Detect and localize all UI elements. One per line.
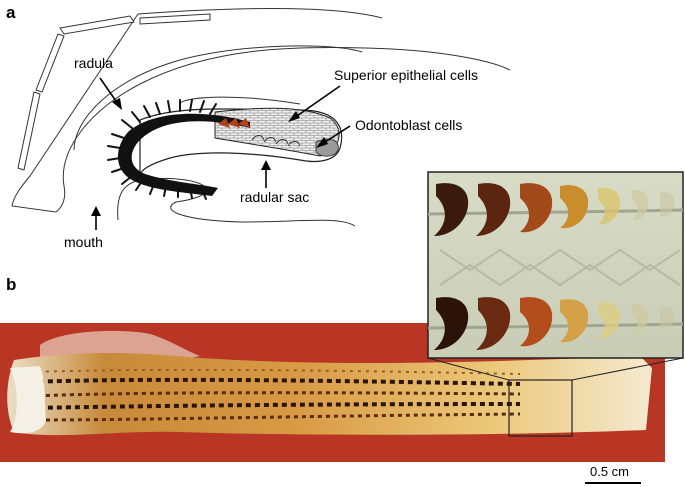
panel-a-label: a	[6, 3, 16, 22]
label-superior-epithelial: Superior epithelial cells	[334, 67, 478, 83]
odontoblast-region	[316, 139, 338, 156]
inset-magnified-teeth	[428, 172, 683, 358]
label-radula: radula	[74, 55, 113, 71]
label-odontoblast: Odontoblast cells	[355, 117, 462, 133]
label-mouth: mouth	[64, 234, 103, 250]
scale-bar-label: 0.5 cm	[590, 464, 629, 479]
panel-b-label: b	[6, 275, 16, 294]
panel-b-photo: b	[0, 172, 683, 483]
label-radular-sac: radular sac	[240, 189, 309, 205]
